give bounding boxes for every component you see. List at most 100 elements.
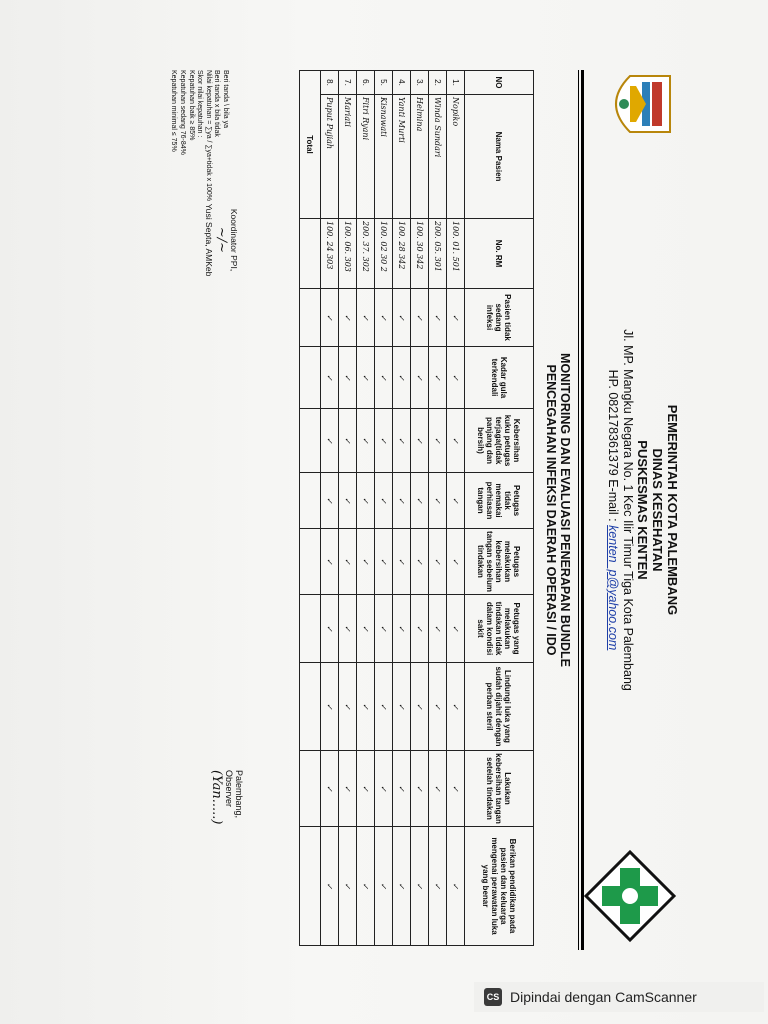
total-cell xyxy=(299,750,321,827)
check-mark: ✓ xyxy=(392,528,411,595)
total-label: Total xyxy=(299,70,321,219)
check-mark: ✓ xyxy=(446,288,465,347)
col-c1: Pasien tidak sedang infeksi xyxy=(464,288,534,347)
medical-record-number: 100. 28 342 xyxy=(392,218,411,289)
check-mark: ✓ xyxy=(446,472,465,529)
check-mark: ✓ xyxy=(356,346,375,409)
check-mark: ✓ xyxy=(428,826,447,946)
col-c8: Lakukan kebersihan tangan setelah tindak… xyxy=(464,750,534,827)
check-mark: ✓ xyxy=(446,408,465,473)
row-number: 1. xyxy=(446,70,465,95)
patient-name: Kisnawati xyxy=(374,94,393,219)
monitoring-table: NO Nama Pasien No. RM Pasien tidak sedan… xyxy=(299,70,534,946)
row-number: 6. xyxy=(356,70,375,95)
check-mark: ✓ xyxy=(374,408,393,473)
check-mark: ✓ xyxy=(338,826,357,946)
check-mark: ✓ xyxy=(356,826,375,946)
check-mark: ✓ xyxy=(410,594,429,663)
check-mark: ✓ xyxy=(428,528,447,595)
check-mark: ✓ xyxy=(428,408,447,473)
check-mark: ✓ xyxy=(446,826,465,946)
note-line: Kepatuhan sedang 76-84% xyxy=(179,70,187,155)
patient-name: Yanti Murti xyxy=(392,94,411,219)
check-mark: ✓ xyxy=(392,662,411,751)
col-c2: Kadar gula terkendali xyxy=(464,346,534,409)
clinic-address: Jl. MP. Mangku Negara No. 1 Kec Ilir Tim… xyxy=(621,329,635,691)
title-line-1: MONITORING DAN EVALUASI PENERAPAN BUNDLE xyxy=(558,353,572,667)
total-cell xyxy=(299,662,321,751)
rotated-form: PEMERINTAH KOTA PALEMBANG DINAS KESEHATA… xyxy=(164,50,684,970)
camscanner-watermark: CS Dipindai dengan CamScanner xyxy=(474,982,764,1012)
check-mark: ✓ xyxy=(428,750,447,827)
check-mark: ✓ xyxy=(374,346,393,409)
clinic-name: PUSKESMAS KENTEN xyxy=(635,440,650,580)
col-no: NO xyxy=(464,70,534,95)
medical-record-number: 200. 05. 301 xyxy=(428,218,447,289)
patient-name: Puput Pujiah xyxy=(320,94,339,219)
coordinator-signature-block: Koordinator PPI, ~/~ Yusi Septa, AMKeb xyxy=(204,170,239,310)
check-mark: ✓ xyxy=(338,288,357,347)
clinic-contact: HP. 082178361379 E-mail : kenten_p@yahoo… xyxy=(605,170,620,850)
check-mark: ✓ xyxy=(410,408,429,473)
check-mark: ✓ xyxy=(392,826,411,946)
check-mark: ✓ xyxy=(392,288,411,347)
phone-text: HP. 082178361379 E-mail : xyxy=(606,369,620,526)
check-mark: ✓ xyxy=(392,408,411,473)
col-c3: Kebersihan kuku petugas terjaga(tidak pa… xyxy=(464,408,534,473)
check-mark: ✓ xyxy=(320,346,339,409)
check-mark: ✓ xyxy=(428,662,447,751)
sign-city: Palembang, xyxy=(234,770,244,819)
observer-name: (Yan.....) xyxy=(209,770,224,825)
check-mark: ✓ xyxy=(374,472,393,529)
col-rm: No. RM xyxy=(464,218,534,289)
check-mark: ✓ xyxy=(374,288,393,347)
col-c5: Petugas melakukan kebersihan tangan sebe… xyxy=(464,528,534,595)
medical-record-number: 100. 02 30 2 xyxy=(374,218,393,289)
check-mark: ✓ xyxy=(338,662,357,751)
check-mark: ✓ xyxy=(320,288,339,347)
check-mark: ✓ xyxy=(320,528,339,595)
check-mark: ✓ xyxy=(410,346,429,409)
medical-record-number: 100. 06. 303 xyxy=(338,218,357,289)
signature-mark-icon: ~/~ xyxy=(214,226,229,254)
email-link[interactable]: kenten_p@yahoo.com xyxy=(606,525,620,651)
patient-name: Mariati xyxy=(338,94,357,219)
header-divider xyxy=(578,70,584,950)
check-mark: ✓ xyxy=(374,662,393,751)
medical-record-number: 100. 24 303 xyxy=(320,218,339,289)
check-mark: ✓ xyxy=(320,408,339,473)
medical-record-number: 100. 30 342 xyxy=(410,218,429,289)
check-mark: ✓ xyxy=(410,288,429,347)
check-mark: ✓ xyxy=(356,288,375,347)
check-mark: ✓ xyxy=(410,528,429,595)
check-mark: ✓ xyxy=(410,750,429,827)
medical-record-number: 100. 01. 501 xyxy=(446,218,465,289)
check-mark: ✓ xyxy=(410,662,429,751)
check-mark: ✓ xyxy=(374,594,393,663)
check-mark: ✓ xyxy=(428,346,447,409)
check-mark: ✓ xyxy=(356,408,375,473)
check-mark: ✓ xyxy=(374,528,393,595)
col-c6: Petugas yang melakukan tindakan tidak da… xyxy=(464,594,534,663)
col-nama: Nama Pasien xyxy=(464,94,534,219)
row-number: 4. xyxy=(392,70,411,95)
dept-name: DINAS KESEHATAN xyxy=(650,448,665,572)
col-c9: Berikan pendidikan pada pasien dan kelua… xyxy=(464,826,534,946)
gov-name: PEMERINTAH KOTA PALEMBANG xyxy=(665,404,680,616)
patient-name: Winda Sundari xyxy=(428,94,447,219)
note-line: Kepatuhan baik ≥ 85% xyxy=(187,70,195,141)
check-mark: ✓ xyxy=(392,472,411,529)
check-mark: ✓ xyxy=(320,826,339,946)
check-mark: ✓ xyxy=(338,750,357,827)
total-cell xyxy=(299,472,321,529)
check-mark: ✓ xyxy=(446,594,465,663)
check-mark: ✓ xyxy=(338,346,357,409)
check-mark: ✓ xyxy=(320,750,339,827)
total-cell xyxy=(299,346,321,409)
